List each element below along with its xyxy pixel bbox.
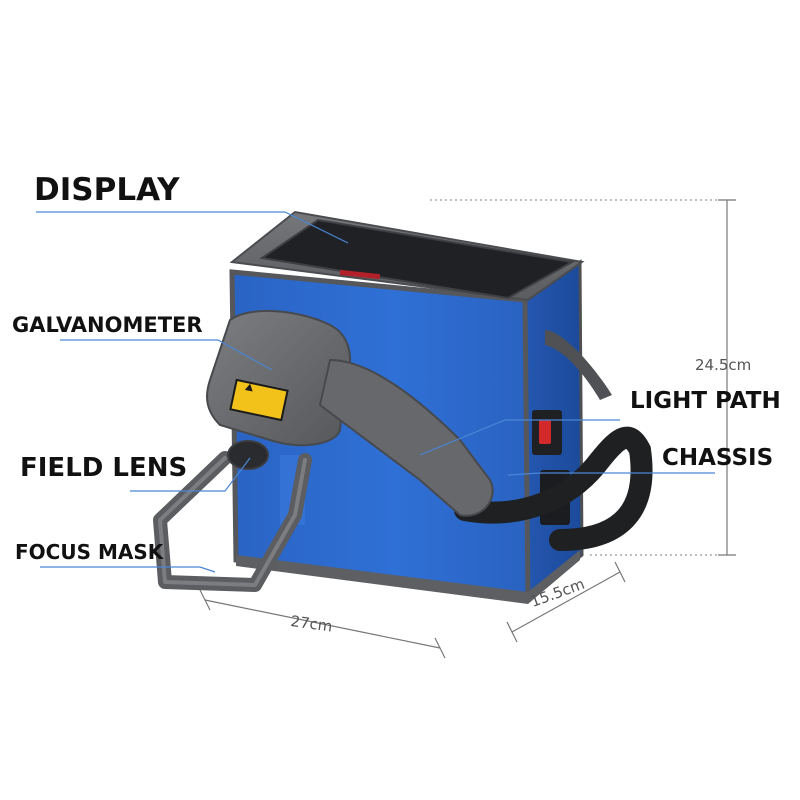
power-switch-rocker [539,420,551,444]
display-leader [36,211,349,244]
chassis-leader [507,472,715,476]
display-screen [259,218,575,300]
galvanometer-handle [318,358,494,517]
width-dimension-line [204,599,441,649]
galvanometer-label: GALVANOMETER [12,313,203,337]
field-lens-label: FIELD LENS [20,453,188,483]
height-dimension-label: 24.5cm [695,356,752,374]
leader-lines [36,211,715,573]
side-handle [545,330,612,400]
focus-mask-leader [40,566,216,573]
galvanometer-leader [60,339,273,371]
light-path-leader [419,419,620,456]
chassis-label: CHASSIS [662,445,774,471]
cable-hose [454,426,653,551]
dimension-lines [199,199,736,659]
focus-mask-label: FOCUS MASK [15,540,164,564]
galvanometer-head [206,310,494,517]
light-path-label: LIGHT PATH [630,388,781,414]
laser-warning-icon [244,383,253,392]
warning-label [229,378,289,422]
field-lens [227,440,269,470]
display-indicator [339,269,381,280]
chassis-bottom-rim [236,550,580,604]
field-lens-leader [130,457,251,492]
display-label: DISPLAY [34,172,180,208]
depth-dimension-line [511,571,621,633]
